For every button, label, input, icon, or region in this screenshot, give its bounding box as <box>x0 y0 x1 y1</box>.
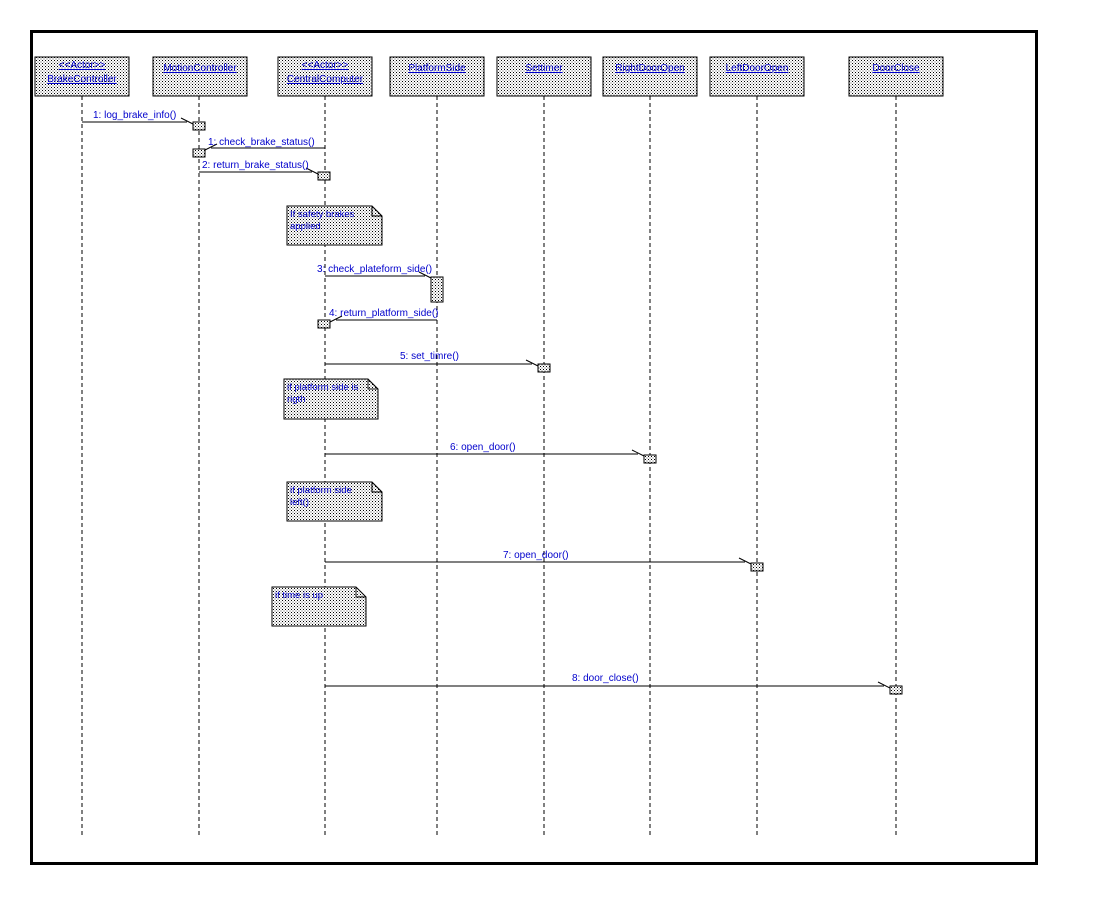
participant-box <box>277 56 373 97</box>
message-arrowhead <box>418 271 432 279</box>
participant-platform[interactable]: PlatformSide <box>389 56 485 97</box>
activation-central <box>317 171 331 181</box>
message-3[interactable]: 2: return_brake_status() <box>199 160 319 175</box>
participant-name: BrakeController <box>47 74 117 85</box>
participant-brake[interactable]: <<Actor>> BrakeController <box>34 56 130 97</box>
participant-box <box>709 56 805 97</box>
participant-name: RightDoorOpen <box>615 63 684 74</box>
participant-name: MotionController <box>163 63 237 74</box>
message-7[interactable]: 6: open_door() <box>325 442 645 457</box>
participant-box <box>848 56 944 97</box>
note-shape <box>286 481 383 522</box>
activation-motion <box>192 121 206 131</box>
activation-doorclose <box>889 685 903 695</box>
participant-box <box>34 56 130 97</box>
message-label: 6: open_door() <box>450 442 516 453</box>
message-5[interactable]: 4: return_platform_side() <box>329 308 439 323</box>
note-text: left() <box>290 497 309 508</box>
participant-stereotype: <<Actor>> <box>302 60 349 71</box>
activation-platform <box>430 276 444 303</box>
message-2[interactable]: 1: check_brake_status() <box>204 137 325 151</box>
note-text: applied <box>290 221 321 232</box>
activation-central <box>317 319 331 329</box>
activation-motion <box>192 148 206 158</box>
activation-rightdoor <box>643 454 657 464</box>
note-text: if platform side is <box>287 382 359 393</box>
note-text: If safety brakes <box>290 209 355 220</box>
message-label: 7: open_door() <box>503 550 569 561</box>
activation-settimer <box>537 363 551 373</box>
message-4[interactable]: 3: check_plateform_side() <box>317 264 432 279</box>
message-label: 5: set_timre() <box>400 351 459 362</box>
participant-stereotype: <<Actor>> <box>59 60 106 71</box>
note-fold <box>355 587 366 598</box>
message-arrowhead <box>738 557 752 565</box>
note-4[interactable]: if time is up <box>271 586 367 627</box>
note-fold <box>367 379 378 390</box>
message-label: 2: return_brake_status() <box>202 160 309 171</box>
participant-name: Settimer <box>525 63 563 74</box>
message-arrowhead <box>204 143 218 151</box>
activation-leftdoor <box>750 562 764 572</box>
participant-box <box>496 56 592 97</box>
message-label: 1: log_brake_info() <box>93 110 176 121</box>
participant-box <box>602 56 698 97</box>
participant-name: CentralComputer <box>287 74 364 85</box>
participant-name: DoorClose <box>872 63 920 74</box>
note-shape <box>283 378 379 420</box>
note-shape <box>271 586 367 627</box>
participant-rightdoor[interactable]: RightDoorOpen <box>602 56 698 97</box>
message-8[interactable]: 7: open_door() <box>325 550 752 565</box>
message-label: 3: check_plateform_side() <box>317 264 432 275</box>
participant-leftdoor[interactable]: LeftDoorOpen <box>709 56 805 97</box>
note-fold <box>371 482 382 493</box>
participant-settimer[interactable]: Settimer <box>496 56 592 97</box>
message-arrowhead <box>877 681 891 689</box>
note-shape <box>286 205 383 246</box>
message-label: 1: check_brake_status() <box>208 137 315 148</box>
note-text: if time is up <box>275 590 323 601</box>
participant-box <box>389 56 485 97</box>
message-arrowhead <box>631 449 645 457</box>
participant-motion[interactable]: MotionController <box>152 56 248 97</box>
message-9[interactable]: 8: door_close() <box>325 673 891 689</box>
participant-box <box>152 56 248 97</box>
message-label: 4: return_platform_side() <box>329 308 439 319</box>
message-arrowhead <box>305 167 319 175</box>
participant-name: LeftDoorOpen <box>726 63 789 74</box>
message-label: 8: door_close() <box>572 673 639 684</box>
message-arrowhead <box>180 117 194 125</box>
participant-doorclose[interactable]: DoorClose <box>848 56 944 97</box>
message-6[interactable]: 5: set_timre() <box>325 351 539 367</box>
diagram-frame <box>30 30 1038 865</box>
participant-name: PlatformSide <box>408 63 466 74</box>
note-text: if platform side <box>290 485 352 496</box>
message-arrowhead <box>329 315 343 323</box>
note-text: rigth <box>287 394 305 405</box>
note-fold <box>371 206 382 217</box>
participant-central[interactable]: <<Actor>> CentralComputer <box>277 56 373 97</box>
message-1[interactable]: 1: log_brake_info() <box>82 110 194 125</box>
message-arrowhead <box>525 359 539 367</box>
